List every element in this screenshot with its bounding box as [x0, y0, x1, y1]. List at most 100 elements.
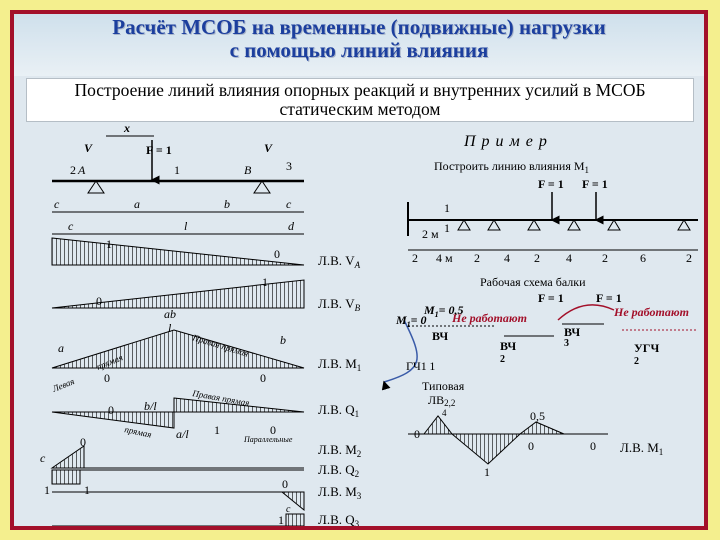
lv-q2-1b: 1: [84, 483, 90, 497]
result-05: 0,5: [530, 409, 545, 423]
example-task: Построить линию влияния M1: [434, 159, 589, 175]
lv-m1-ab: ab: [164, 307, 176, 321]
lv-label-m1: Л.В. M1: [318, 356, 361, 373]
force-label: F = 1: [146, 143, 172, 157]
result-0a: 0: [414, 427, 420, 441]
lv-label-m2: Л.В. M2: [318, 442, 361, 459]
work-force-1: F = 1: [538, 291, 564, 305]
m1-eq: M1= 0,5: [423, 303, 464, 319]
result-1: 1: [484, 465, 490, 479]
result-label: Л.В. M1: [620, 440, 663, 457]
lv-q2-shape: [51, 469, 81, 485]
lv-q1-al: a/l: [176, 427, 189, 441]
load-x-label: x: [123, 121, 130, 135]
lv-q1-bl: b/l: [144, 399, 157, 413]
lv-m3-0: 0: [282, 477, 288, 491]
dim-a: a: [134, 197, 140, 211]
marker-1b: 1: [444, 221, 450, 235]
support-b: [253, 180, 271, 194]
result-neg: [450, 433, 522, 465]
title-band: Расчёт МСОБ на временные (подвижные) наг…: [14, 14, 704, 76]
lv-m1-a: a: [58, 341, 64, 355]
svg-text:4: 4: [504, 251, 510, 265]
lv-label: ЛВ2,2: [428, 393, 455, 408]
influence-lines: 1 0 0 1 ab l a b 0 0 Левая прямая Правая…: [40, 237, 418, 529]
result-0b: 0: [528, 439, 534, 453]
example-heading: П р и м е р: [463, 133, 548, 150]
lv-q1-pos: [173, 397, 305, 413]
lv-m1-0a: 0: [104, 371, 110, 385]
dim-d: d: [288, 219, 295, 233]
influence-lines-diagram: x V F = 1 V 2 A 1 B 3 c a b c c l d: [40, 121, 698, 529]
svg-text:ВЧ: ВЧ: [500, 339, 516, 353]
marker-1a: 1: [444, 201, 450, 215]
straight-label-2: прямая: [124, 424, 153, 439]
work-force-2: F = 1: [596, 291, 622, 305]
not-work-1: Не работают: [451, 311, 527, 325]
num-3: 3: [286, 159, 292, 173]
not-work-2: Не работают: [613, 305, 689, 319]
lv-m2-shape: [50, 445, 85, 469]
link-arrow: [381, 319, 418, 391]
lv-q2-1a: 1: [44, 483, 50, 497]
lv-vb-shape: [51, 279, 305, 309]
lv-q1-1: 1: [214, 423, 220, 437]
dim-c1: c: [54, 197, 60, 211]
lv-q1-0b: 0: [270, 423, 276, 437]
lv-label-q1: Л.В. Q1: [318, 402, 359, 419]
svg-text:3: 3: [564, 338, 569, 349]
svg-text:4 м: 4 м: [436, 251, 453, 265]
svg-text:2: 2: [534, 251, 540, 265]
page-title: Расчёт МСОБ на временные (подвижные) наг…: [112, 16, 606, 62]
num-2: 2: [70, 163, 76, 177]
lv-m3-c3: c: [286, 504, 291, 515]
reaction-a-label: V: [84, 141, 93, 155]
dim-c: c: [68, 219, 74, 233]
svg-text:ВЧ: ВЧ: [432, 329, 448, 343]
work-scheme-label: Рабочая схема балки: [480, 275, 586, 289]
lv-vb-0: 0: [96, 294, 102, 308]
not-work-arc: [557, 304, 615, 321]
dim-l: l: [184, 219, 188, 233]
svg-text:2: 2: [412, 251, 418, 265]
support-a: [87, 180, 105, 194]
lv-q3-shape: [285, 513, 305, 526]
lv-q1-neg: [51, 411, 175, 429]
example-supports: [457, 219, 691, 231]
dim-values: 2 4 м 2 4 2 4 2 6 2: [412, 251, 692, 265]
part-labels: ВЧ ВЧ 2 ВЧ 3 УГЧ 2: [432, 325, 659, 367]
slide: Расчёт МСОБ на временные (подвижные) наг…: [10, 10, 708, 530]
result-0c: 0: [590, 439, 596, 453]
lv-label-q3: Л.В. Q3: [318, 512, 360, 529]
lv-label-m3: Л.В. M3: [318, 484, 362, 501]
svg-text:2: 2: [500, 354, 505, 365]
svg-text:2: 2: [474, 251, 480, 265]
svg-text:4: 4: [566, 251, 572, 265]
example: П р и м е р Построить линию влияния M1 F…: [395, 133, 698, 479]
lv-m1-b: b: [280, 333, 286, 347]
point-b: B: [244, 163, 252, 177]
m1-zero: M1= 0: [395, 313, 427, 329]
svg-text:2: 2: [602, 251, 608, 265]
reaction-b-label: V: [264, 141, 273, 155]
result-pos-2: [518, 421, 565, 435]
lv-labels: Л.В. VA Л.В. VB Л.В. M1 Л.В. Q1 Л.В. M2 …: [318, 253, 362, 529]
lv-m1-l: l: [168, 321, 172, 335]
svg-text:2: 2: [634, 356, 639, 367]
lv-label-va: Л.В. VA: [318, 253, 361, 270]
lv-va-shape: [51, 237, 305, 266]
lv-m1-shape: [51, 329, 305, 369]
lv-m1-0b: 0: [260, 371, 266, 385]
lv-q1-0: 0: [108, 403, 114, 417]
subtitle-box: Построение линий влияния опорных реакций…: [26, 78, 694, 122]
lv-vb-1: 1: [262, 275, 268, 289]
lv-m2-0: 0: [80, 435, 86, 449]
force-1: F = 1: [538, 177, 564, 191]
dim-c3: c: [286, 197, 292, 211]
lv-q3-1: 1: [278, 513, 284, 527]
svg-text:6: 6: [640, 251, 646, 265]
lv-label-q2: Л.В. Q2: [318, 462, 359, 479]
subtitle: Построение линий влияния опорных реакций…: [74, 80, 646, 119]
